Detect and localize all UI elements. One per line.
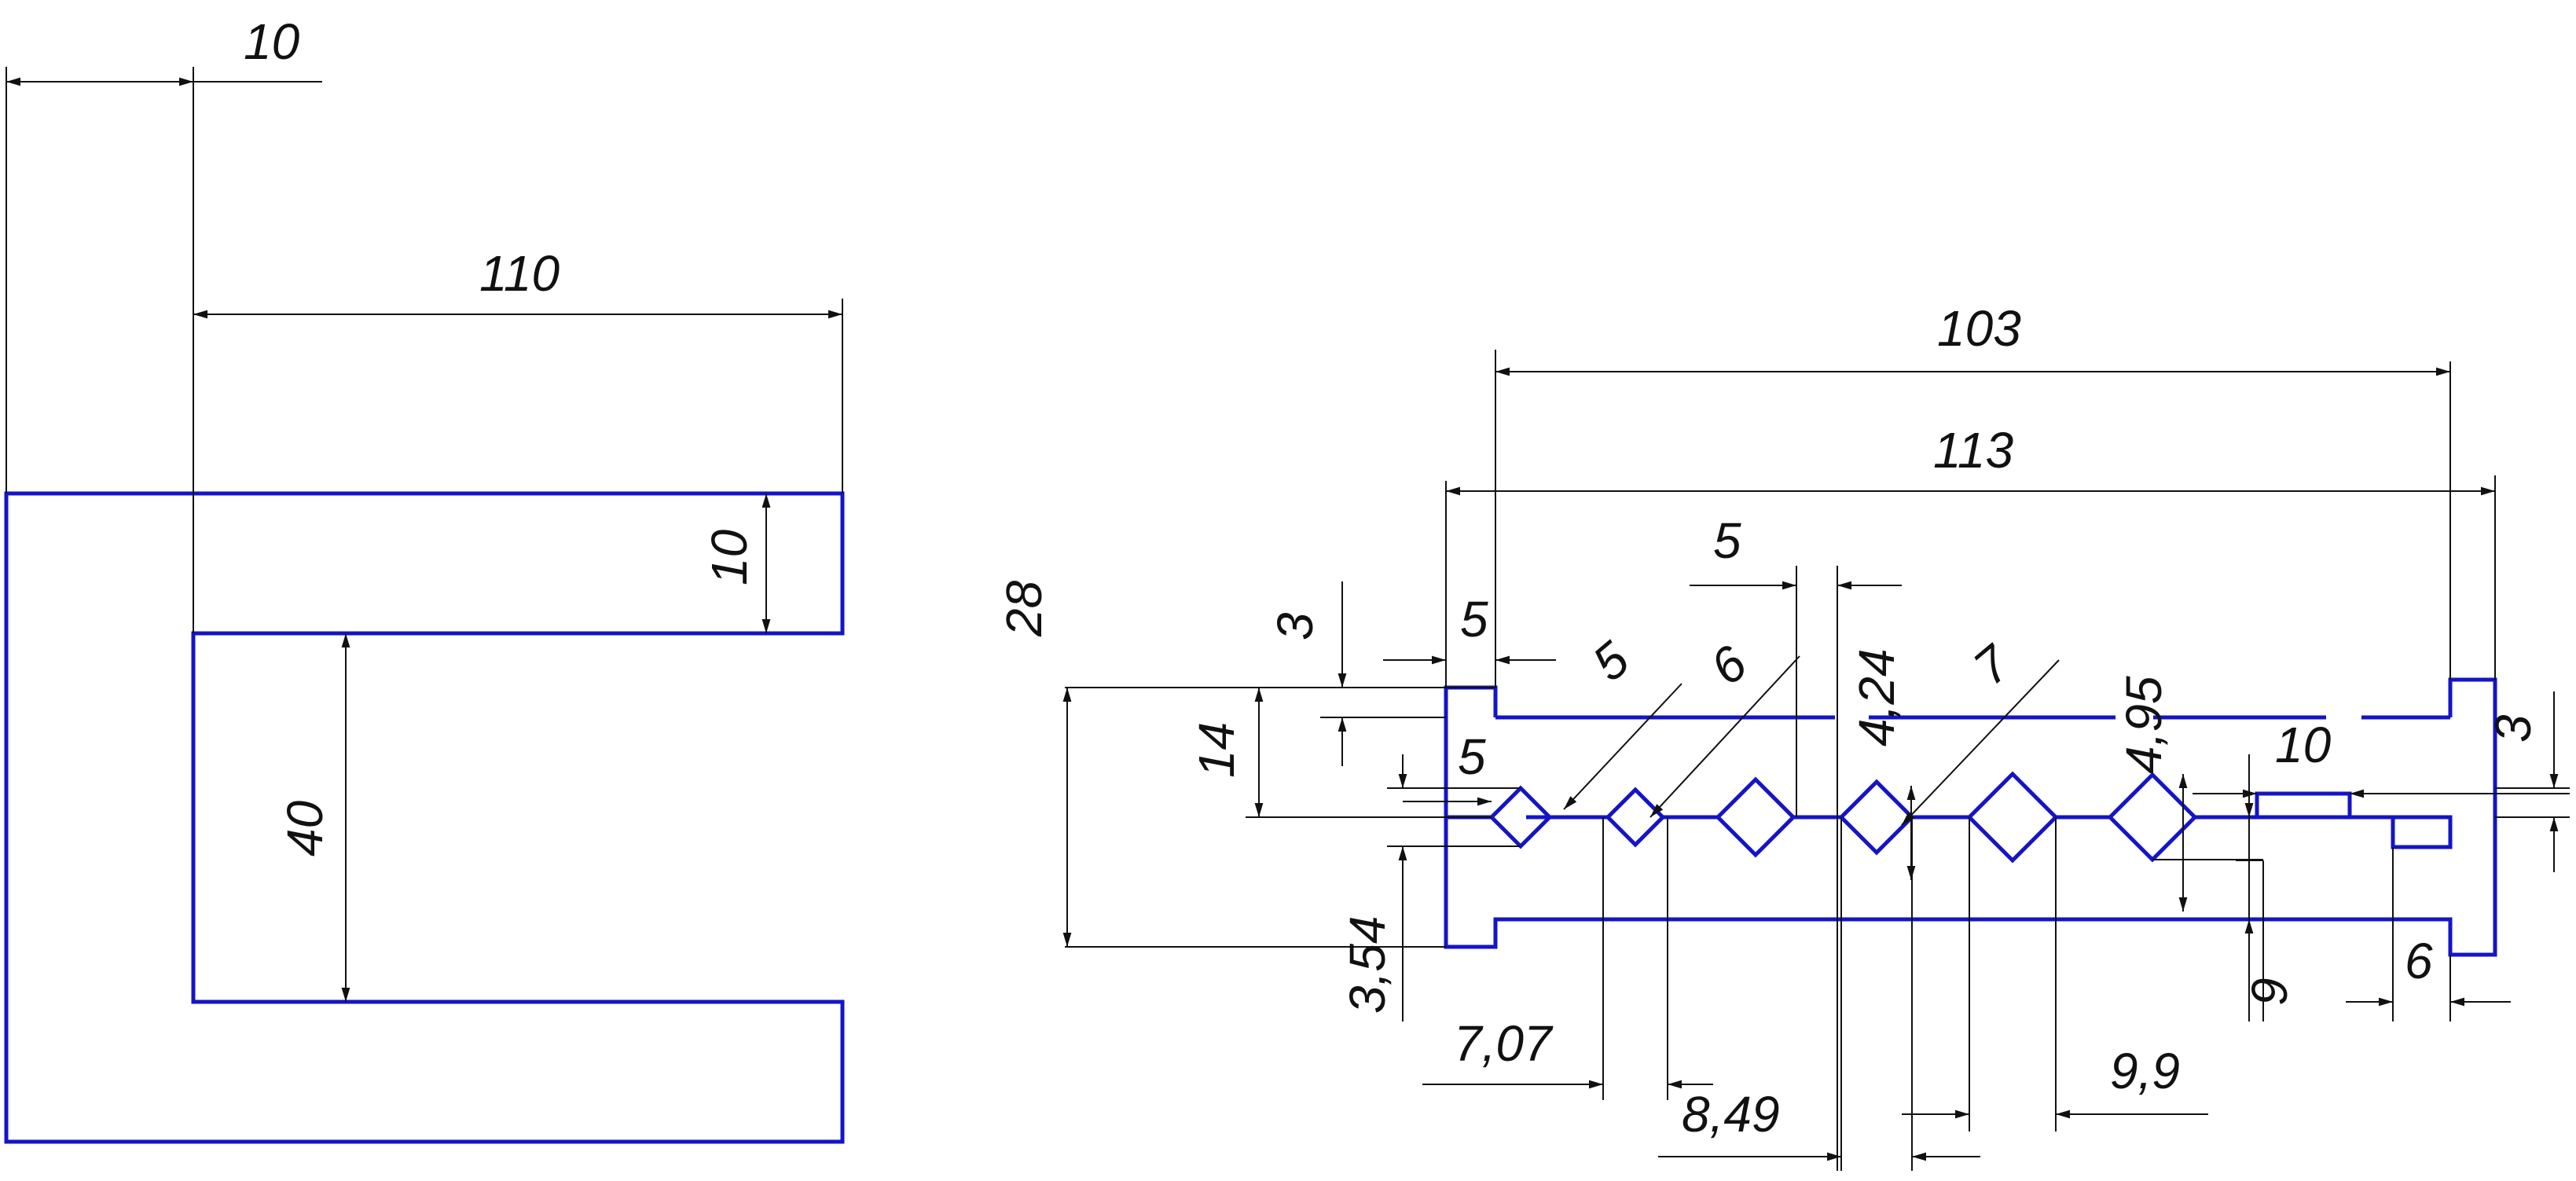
dim-line-5-diag: [1563, 683, 1682, 810]
diamond-2: [1605, 787, 1666, 848]
dim-label-10-flange: 10: [701, 529, 758, 585]
slot-lower: [2391, 815, 2453, 849]
right-view: 103 113 28 3 14 5 5 5 6 5 4,24: [996, 300, 2570, 1171]
dim-label-10-top: 10: [244, 13, 300, 70]
dim-label-110: 110: [479, 245, 560, 302]
dim-label-5-d: 5: [1713, 512, 1741, 569]
left-extension-lines: [6, 67, 843, 633]
right-extension-lines: [1065, 350, 2570, 1171]
dim-label-3-right: 3: [2485, 714, 2541, 743]
left-view: 10 110 10 40: [4, 13, 845, 1144]
dim-label-5-a: 5: [1460, 591, 1488, 647]
dim-label-10-slot: 10: [2275, 717, 2332, 773]
dim-label-5-c: 5: [1582, 630, 1640, 691]
dim-label-103: 103: [1937, 300, 2021, 357]
diamond-4: [1838, 779, 1915, 856]
dim-line-6-diag: [1649, 655, 1800, 818]
diamond-5: [1966, 771, 2059, 864]
dim-label-14: 14: [1188, 722, 1245, 778]
dim-label-4-95: 4,95: [2115, 676, 2172, 774]
dim-label-40: 40: [277, 800, 333, 856]
diamond-6: [2107, 772, 2198, 863]
dim-label-28: 28: [996, 580, 1052, 637]
dim-label-6-diag: 6: [1700, 634, 1758, 695]
dim-label-9-9: 9,9: [2110, 1043, 2180, 1099]
dim-label-5-b: 5: [1458, 728, 1486, 785]
c-profile-outline: [4, 491, 845, 1144]
slot-upper: [2255, 791, 2352, 820]
dim-label-4-24: 4,24: [1848, 648, 1905, 746]
dim-label-7-07: 7,07: [1454, 1015, 1554, 1072]
dim-line-7-diag: [1901, 659, 2060, 826]
dim-label-8-49: 8,49: [1682, 1086, 1780, 1142]
dim-label-7: 7: [1963, 633, 2022, 696]
diamond-3: [1715, 776, 1796, 858]
dim-label-6: 6: [2405, 933, 2433, 989]
dim-label-113: 113: [1933, 422, 2013, 479]
dim-label-3-54: 3,54: [1339, 915, 1396, 1014]
dim-label-3-left: 3: [1267, 612, 1323, 640]
dim-label-9: 9: [2241, 977, 2298, 1006]
